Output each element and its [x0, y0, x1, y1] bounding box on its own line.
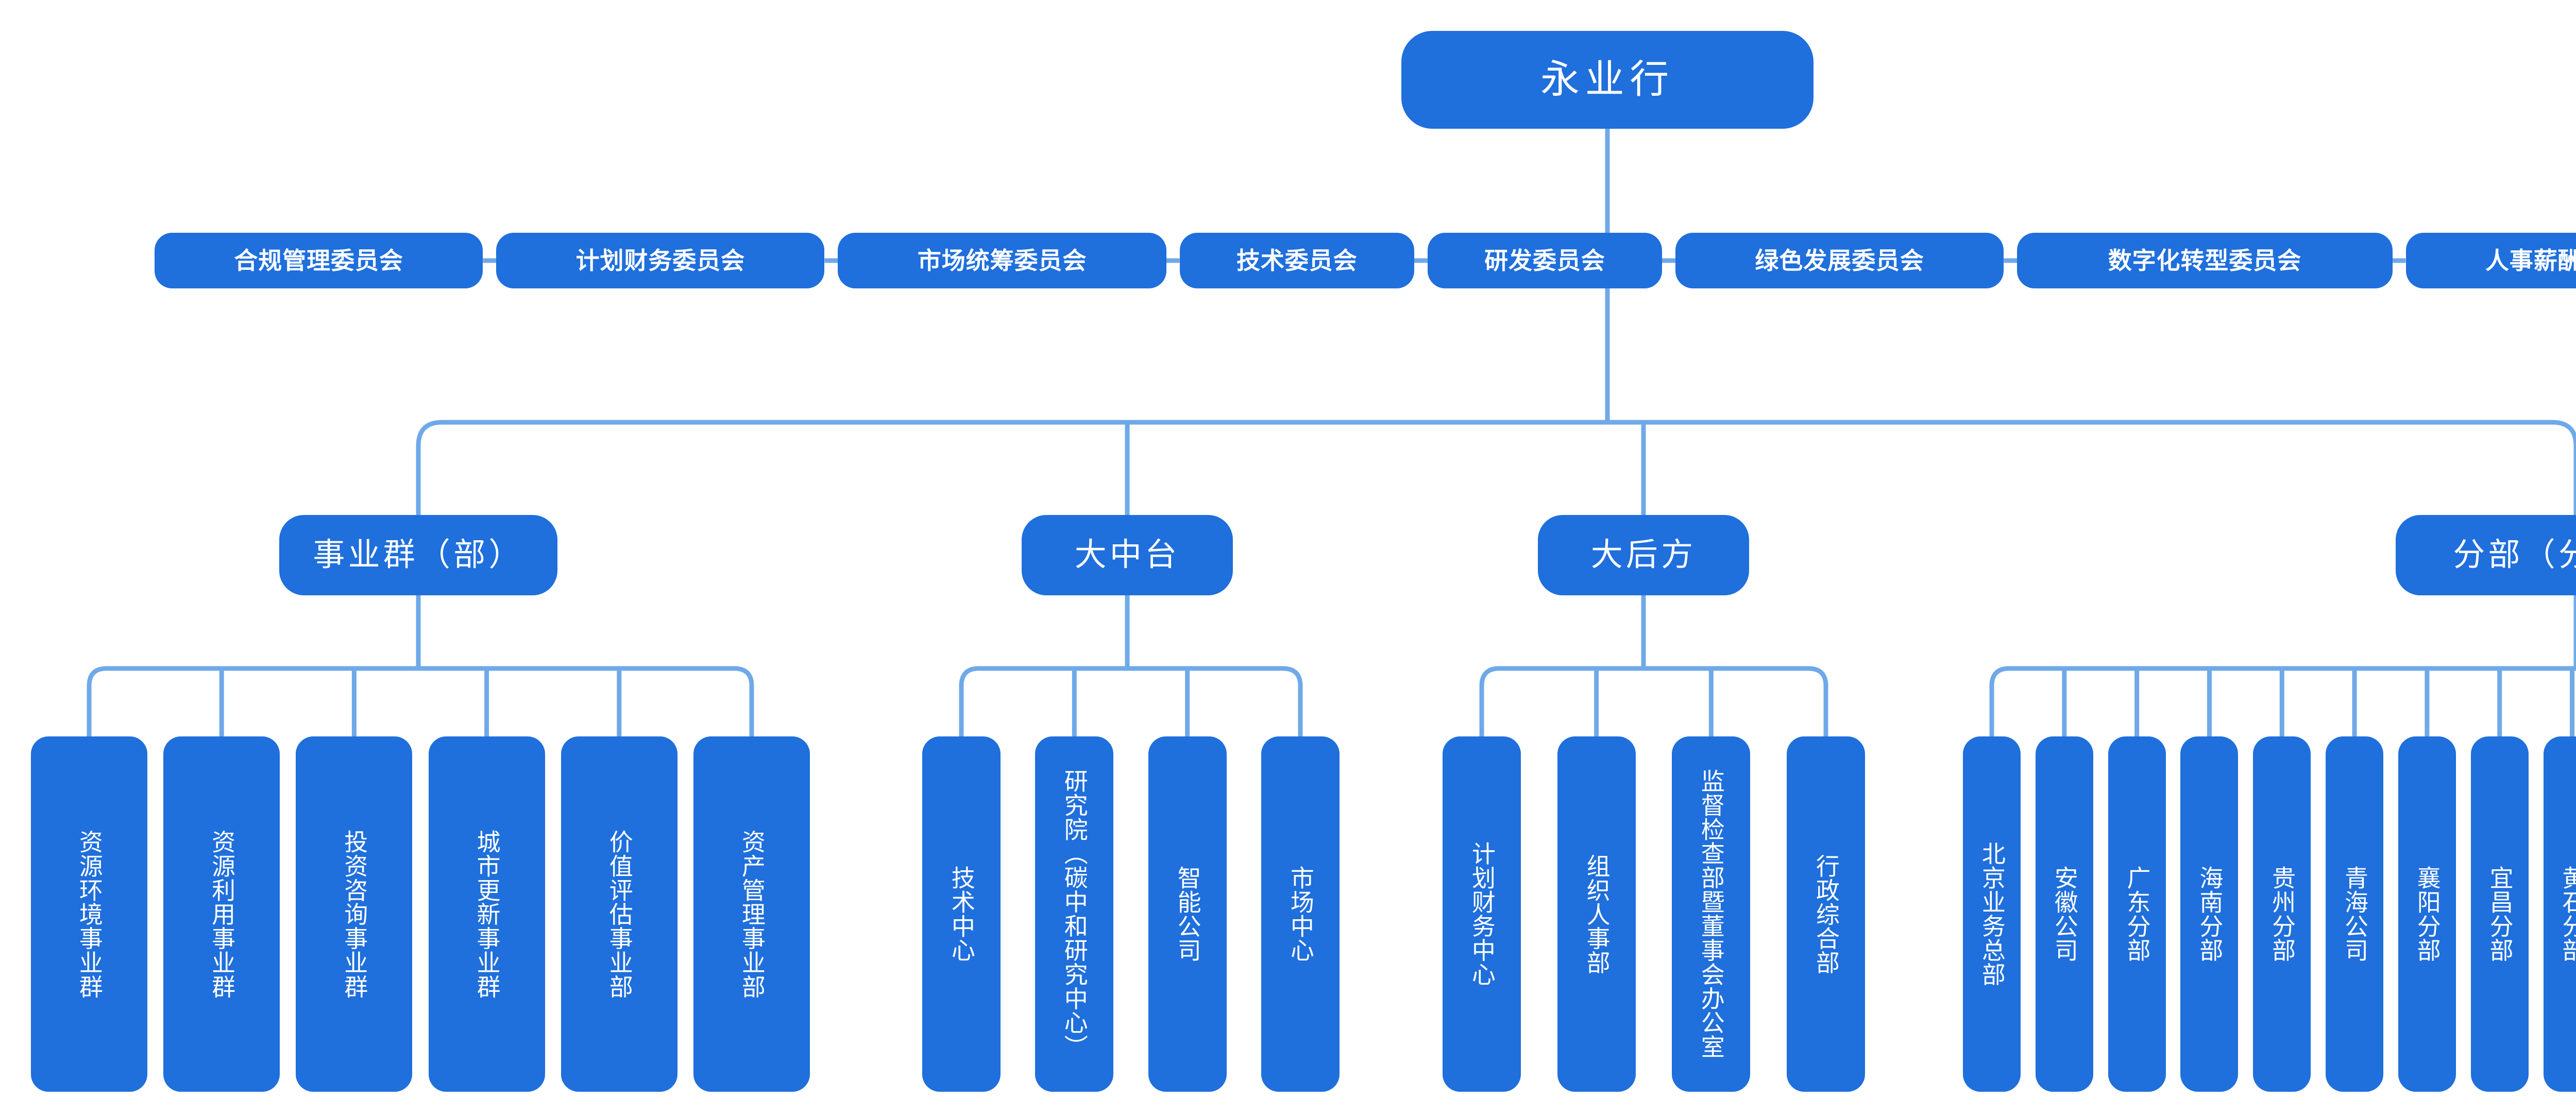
committee-8-label: 人事薪酬委员会	[2485, 247, 2576, 274]
leaf-3-2-label: 组织人事部	[1583, 853, 1611, 975]
leaf-4-8-label: 宜昌分部	[2486, 866, 2514, 963]
group-4[interactable]: 分部（分公司）	[2396, 515, 2576, 595]
leaf-4-2-label: 安徽公司	[2051, 866, 2078, 963]
committee-1[interactable]: 合规管理委员会	[155, 233, 483, 288]
committee-8[interactable]: 人事薪酬委员会	[2405, 233, 2576, 288]
committee-3-label: 市场统筹委员会	[917, 247, 1087, 274]
committee-6-label: 绿色发展委员会	[1755, 247, 1924, 274]
leaf-1-1[interactable]: 资源环境事业群	[31, 736, 147, 1092]
leaf-1-3[interactable]: 投资咨询事业群	[296, 736, 413, 1092]
group-3[interactable]: 大后方	[1538, 515, 1749, 595]
group-1-label: 事业群（部）	[313, 537, 524, 573]
leaf-1-5-label: 价值评估事业部	[606, 829, 633, 999]
leaf-1-3-label: 投资咨询事业群	[341, 829, 368, 999]
leaf-1-6[interactable]: 资产管理事业部	[693, 736, 810, 1092]
leaf-4-5-label: 贵州分部	[2269, 866, 2296, 963]
leaf-1-2-label: 资源利用事业群	[209, 829, 236, 999]
leaf-1-5[interactable]: 价值评估事业部	[561, 736, 677, 1092]
leaf-2-3-label: 智能公司	[1174, 866, 1201, 963]
leaf-4-7-label: 襄阳分部	[2414, 866, 2441, 963]
group-3-label: 大后方	[1590, 537, 1697, 573]
leaf-4-9[interactable]: 黄石分部	[2543, 736, 2576, 1092]
leaf-4-1[interactable]: 北京业务总部	[1963, 736, 2021, 1092]
leaf-1-4-label: 城市更新事业群	[473, 829, 501, 999]
group-2[interactable]: 大中台	[1022, 515, 1233, 595]
leaf-4-3-label: 广东分部	[2124, 866, 2151, 963]
leaf-2-3[interactable]: 智能公司	[1148, 736, 1227, 1092]
leaf-3-3[interactable]: 监督检查部暨董事会办公室	[1672, 736, 1751, 1092]
leaf-4-6-label: 青海公司	[2341, 866, 2368, 963]
leaf-4-1-label: 北京业务总部	[1978, 841, 2006, 987]
leaf-1-2[interactable]: 资源利用事业群	[163, 736, 280, 1092]
committee-7[interactable]: 数字化转型委员会	[2017, 233, 2393, 288]
committee-6[interactable]: 绿色发展委员会	[1675, 233, 2004, 288]
leaf-1-6-label: 资产管理事业部	[738, 829, 766, 999]
committee-2[interactable]: 计划财务委员会	[496, 233, 825, 288]
leaf-3-1[interactable]: 计划财务中心	[1443, 736, 1521, 1092]
leaf-2-2[interactable]: 研究院（碳中和研究中心）	[1035, 736, 1114, 1092]
leaf-4-6[interactable]: 青海公司	[2326, 736, 2384, 1092]
leaf-2-1[interactable]: 技术中心	[922, 736, 1001, 1092]
leaf-2-4-label: 市场中心	[1287, 866, 1314, 963]
root-node[interactable]: 永业行	[1401, 31, 1814, 129]
leaf-4-7[interactable]: 襄阳分部	[2398, 736, 2456, 1092]
group-2-label: 大中台	[1074, 537, 1180, 573]
committee-3[interactable]: 市场统筹委员会	[838, 233, 1166, 288]
committee-4[interactable]: 技术委员会	[1179, 233, 1414, 288]
leaf-3-1-label: 计划财务中心	[1468, 841, 1496, 987]
leaf-4-3[interactable]: 广东分部	[2108, 736, 2166, 1092]
committee-4-label: 技术委员会	[1236, 247, 1358, 274]
leaf-4-9-label: 黄石分部	[2559, 866, 2576, 963]
leaf-1-1-label: 资源环境事业群	[76, 829, 103, 999]
leaf-3-2[interactable]: 组织人事部	[1557, 736, 1636, 1092]
group-4-label: 分部（分公司）	[2453, 537, 2576, 573]
committee-7-label: 数字化转型委员会	[2108, 247, 2302, 274]
leaf-4-4-label: 海南分部	[2196, 866, 2224, 963]
root-node-label: 永业行	[1540, 57, 1674, 101]
committee-5-label: 研发委员会	[1484, 247, 1605, 274]
leaf-3-4[interactable]: 行政综合部	[1787, 736, 1865, 1092]
leaf-4-8[interactable]: 宜昌分部	[2470, 736, 2529, 1092]
group-1[interactable]: 事业群（部）	[279, 515, 557, 595]
leaf-4-5[interactable]: 贵州分部	[2253, 736, 2311, 1092]
committee-2-label: 计划财务委员会	[575, 247, 745, 274]
leaf-3-4-label: 行政综合部	[1812, 853, 1840, 975]
committee-1-label: 合规管理委员会	[234, 247, 403, 274]
leaf-4-2[interactable]: 安徽公司	[2035, 736, 2093, 1092]
leaf-1-4[interactable]: 城市更新事业群	[428, 736, 545, 1092]
leaf-2-2-label: 研究院（碳中和研究中心）	[1061, 769, 1088, 1059]
leaf-2-4[interactable]: 市场中心	[1261, 736, 1340, 1092]
leaf-3-3-label: 监督检查部暨董事会办公室	[1698, 769, 1725, 1059]
leaf-2-1-label: 技术中心	[948, 866, 975, 963]
leaf-4-4[interactable]: 海南分部	[2180, 736, 2239, 1092]
committee-5[interactable]: 研发委员会	[1427, 233, 1663, 288]
